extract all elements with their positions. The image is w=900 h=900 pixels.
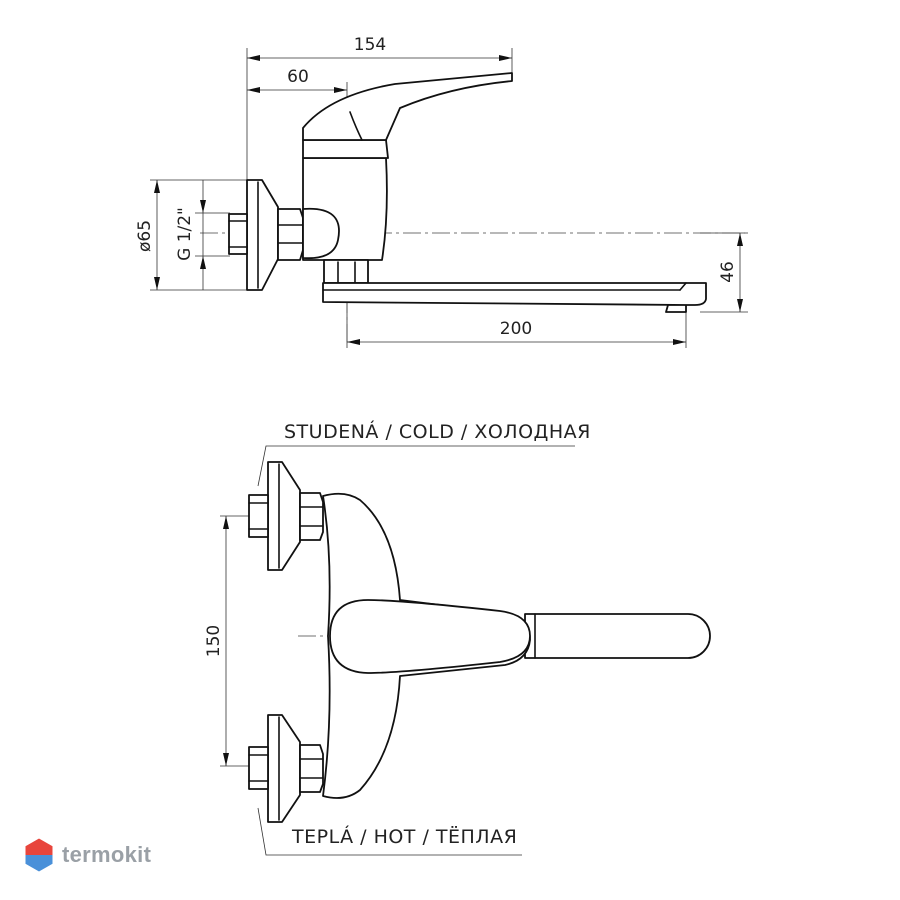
brand-logo: termokit <box>24 835 151 875</box>
wall-flange <box>246 179 279 291</box>
dimension-thread: G 1/2" <box>175 180 206 290</box>
dimension-total-length: 154 <box>247 35 512 61</box>
side-view: 154 60 ø65 G 1/2" 46 <box>135 35 748 348</box>
svg-text:G 1/2": G 1/2" <box>175 207 195 261</box>
dimension-flange-diameter: ø65 <box>135 180 160 290</box>
svg-text:150: 150 <box>204 625 224 657</box>
cartridge-cap <box>302 139 389 159</box>
hot-inlet-label: TEPLÁ / HOT / ТЁПЛАЯ <box>291 825 517 848</box>
svg-text:ø65: ø65 <box>135 220 155 252</box>
brand-hexagon-icon <box>24 837 54 873</box>
hot-inlet <box>248 714 324 823</box>
top-view: STUDENÁ / COLD / ХОЛОДНАЯ TEPLÁ / HOT / … <box>204 420 711 856</box>
dimension-spout-length: 200 <box>347 319 686 345</box>
cold-inlet <box>248 461 324 571</box>
spout-top <box>524 613 711 659</box>
dimension-handle-offset: 60 <box>247 67 347 93</box>
lever-handle <box>302 72 513 141</box>
hex-nut <box>277 208 304 261</box>
svg-text:154: 154 <box>354 35 386 55</box>
svg-text:200: 200 <box>500 319 532 339</box>
svg-text:60: 60 <box>287 67 309 87</box>
cold-inlet-label: STUDENÁ / COLD / ХОЛОДНАЯ <box>284 420 591 443</box>
inlet-pipe <box>228 213 248 255</box>
svg-text:46: 46 <box>718 261 738 283</box>
lever-handle-top <box>329 599 531 674</box>
cold-leader-line <box>257 445 575 487</box>
dimension-spout-height: 46 <box>718 233 743 312</box>
hot-leader-line <box>257 807 522 856</box>
dimension-inlet-spacing: 150 <box>204 516 229 766</box>
brand-name: termokit <box>62 842 152 867</box>
spout <box>322 282 707 313</box>
